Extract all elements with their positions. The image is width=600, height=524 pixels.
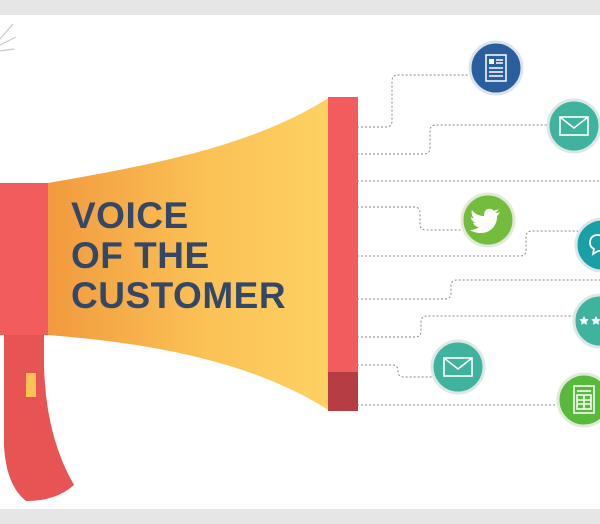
connector-line-twitter bbox=[357, 206, 462, 231]
chat-icon-badge bbox=[574, 217, 600, 273]
headline-line-1: VOICE bbox=[71, 195, 189, 236]
megaphone-trigger bbox=[26, 373, 36, 397]
envelope-icon bbox=[443, 357, 473, 377]
connector-line-document bbox=[357, 74, 470, 128]
connector-line-stars bbox=[357, 279, 600, 300]
connector-line-chat bbox=[357, 230, 578, 257]
document-icon bbox=[485, 54, 507, 82]
twitter-bird-icon bbox=[470, 208, 500, 233]
form-sheet-icon bbox=[573, 385, 595, 414]
connector-line-envelope-top bbox=[357, 124, 548, 155]
megaphone-back bbox=[0, 183, 48, 335]
headline: VOICE OF THE CUSTOMER bbox=[71, 196, 286, 316]
sound-burst-lines bbox=[0, 23, 17, 52]
megaphone-rim bbox=[328, 97, 358, 411]
envelope-icon-badge-bottom bbox=[430, 339, 486, 395]
connector-line-stars-lower bbox=[357, 315, 574, 338]
megaphone-cone bbox=[48, 97, 330, 411]
form-icon-badge bbox=[556, 372, 600, 428]
connector-line-envelope-bottom bbox=[357, 364, 432, 378]
canvas: VOICE OF THE CUSTOMER bbox=[0, 15, 600, 509]
document-icon-badge bbox=[468, 40, 524, 96]
envelope-icon-badge-top bbox=[546, 98, 600, 154]
twitter-icon-badge bbox=[460, 192, 516, 248]
headline-line-3: CUSTOMER bbox=[71, 275, 287, 316]
star-icon-badge bbox=[572, 293, 600, 349]
headline-line-2: OF THE bbox=[71, 235, 210, 276]
megaphone-handle-shadow bbox=[4, 324, 74, 501]
connector-lines bbox=[357, 74, 600, 406]
megaphone-handle bbox=[4, 324, 74, 501]
megaphone-rim-shadow bbox=[328, 372, 358, 411]
voice-of-customer-illustration bbox=[0, 23, 600, 501]
star-rating-icon bbox=[579, 316, 600, 325]
chat-bubble-icon bbox=[589, 234, 600, 256]
envelope-icon bbox=[559, 116, 589, 136]
